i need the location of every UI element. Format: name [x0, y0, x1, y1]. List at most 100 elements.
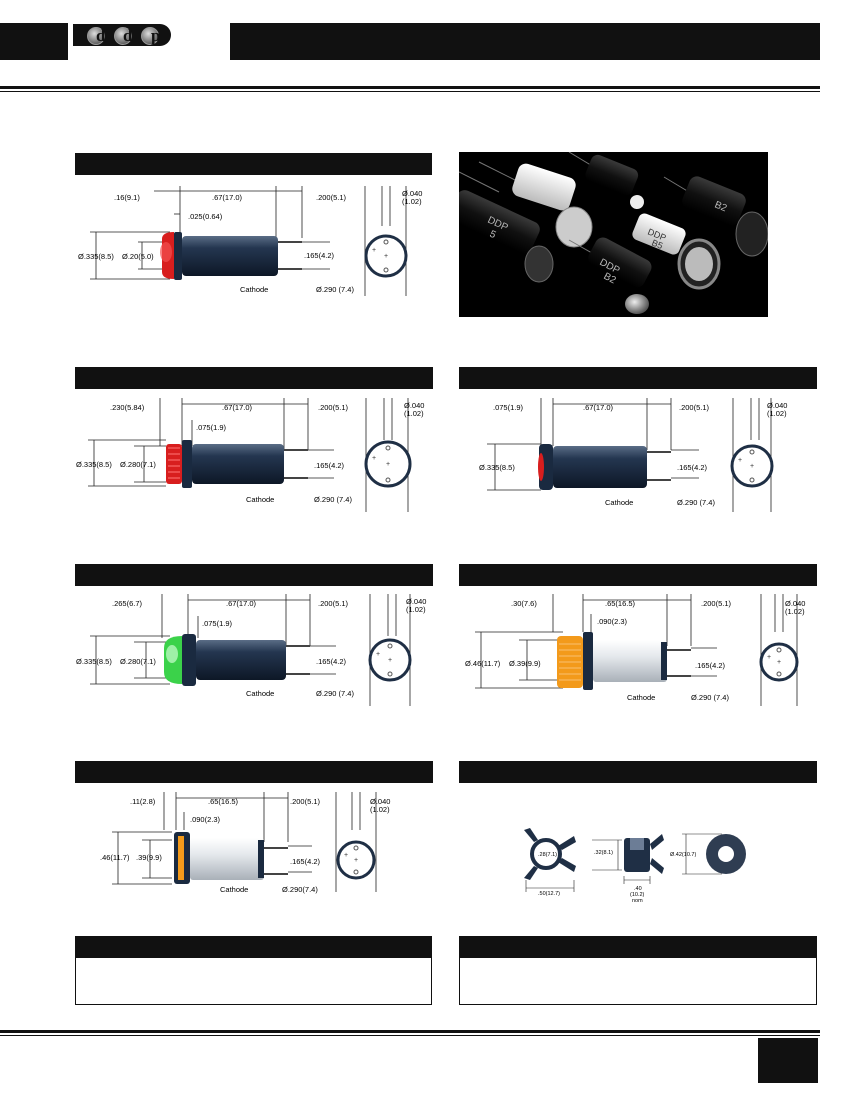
dim-text: Ø.290 (7.4) [316, 689, 354, 698]
lamp-b5: DDP B5 [632, 213, 721, 290]
notes-bar-right [459, 936, 817, 958]
dim-text: Ø.040 [406, 597, 426, 606]
dim-text: .075(1.9) [196, 423, 227, 432]
cathode-label: Cathode [627, 693, 655, 702]
cathode-label: Cathode [240, 285, 268, 294]
diagram-3: ++ .075(1.9) .67(17.0) .200(5.1) Ø.335(8… [479, 398, 787, 512]
dim-text: .075(1.9) [202, 619, 233, 628]
cathode-label: Cathode [246, 495, 274, 504]
header-tab-left [0, 23, 68, 60]
dim-text: .67(17.0) [583, 403, 614, 412]
dim-text: .075(1.9) [493, 403, 524, 412]
svg-text:+: + [777, 659, 781, 666]
dim-text: .090(2.3) [190, 815, 221, 824]
dim-text: Ø.290 (7.4) [691, 693, 729, 702]
dim-text: .30(7.6) [511, 599, 537, 608]
dim-text: .200(5.1) [318, 599, 349, 608]
section-bar-7 [459, 761, 817, 783]
dim-text: Ø.040 [370, 797, 390, 806]
section-bar-2 [75, 367, 433, 389]
header-title-bar [230, 23, 820, 60]
footer-rule-thin [0, 1035, 820, 1036]
section-bar-5 [459, 564, 817, 586]
dim-text: (1.02) [785, 607, 805, 616]
dim-text: .65(16.5) [208, 797, 239, 806]
svg-text:+: + [738, 457, 742, 464]
dim-text: Ø.290(7.4) [282, 885, 318, 894]
svg-text:+: + [372, 455, 376, 462]
logo-dot-icon [114, 27, 132, 45]
dim-text: .40 [634, 886, 642, 892]
diagram-1: + + .16(9.1) .67(17.0) .200(5.1) .025(0.6… [78, 186, 422, 296]
dim-text: .67(17.0) [222, 403, 253, 412]
svg-text:B5: B5 [650, 238, 664, 251]
dim-text: Ø.040 [785, 599, 805, 608]
dim-text: Ø.290 (7.4) [316, 285, 354, 294]
ddp-logo: d d p [73, 24, 171, 46]
dim-text: .32(8.1) [594, 850, 613, 856]
logo-letter: d [123, 26, 133, 45]
dim-text: (1.02) [402, 197, 422, 206]
notes-box-right [459, 958, 817, 1005]
dim-text: .200(5.1) [701, 599, 732, 608]
svg-text:+: + [372, 247, 376, 254]
dim-text: .39(9.9) [136, 853, 162, 862]
dim-text: .165(4.2) [314, 461, 345, 470]
washer-drawing: Ø.42(10.7) [670, 833, 746, 875]
dim-text: .46(11.7) [100, 853, 130, 862]
product-photo: DDP 5 DDP B2 DDP B5 [459, 152, 768, 317]
dim-text: .025(0.64) [188, 212, 223, 221]
dim-text: (1.02) [406, 605, 426, 614]
dim-text: (1.02) [404, 409, 424, 418]
dim-text: .165(4.2) [677, 463, 708, 472]
dim-text: Ø.040 [767, 401, 787, 410]
dim-text: Ø.280(7.1) [120, 460, 156, 469]
section-bar-1 [75, 153, 432, 175]
dim-text: .50(12.7) [538, 891, 560, 897]
notes-bar-left [75, 936, 432, 958]
svg-text:+: + [354, 857, 358, 864]
nut-drawing: .32(8.1) .40 (10.2) nom [592, 834, 664, 904]
dim-text: .165(4.2) [695, 661, 726, 670]
svg-text:+: + [386, 461, 390, 468]
svg-text:B2: B2 [713, 200, 729, 215]
dim-text: Ø.290 (7.4) [314, 495, 352, 504]
logo-dot-icon [141, 27, 159, 45]
diagram-2: ++ .230(5.84) .67(17.0) .200(5.1) .075(1… [76, 398, 424, 512]
dim-text: Ø.335(8.5) [479, 463, 515, 472]
dim-text: .200(5.1) [679, 403, 710, 412]
dim-text: Ø.040 [402, 189, 422, 198]
page-tab [758, 1038, 818, 1083]
dim-text: Ø.20(5.0) [122, 252, 154, 261]
dim-text: .200(5.1) [316, 193, 347, 202]
svg-text:5: 5 [488, 229, 498, 242]
dim-text: .230(5.84) [110, 403, 145, 412]
section-bar-3 [459, 367, 817, 389]
logo-letter: d [96, 26, 106, 45]
dim-text: .165(4.2) [316, 657, 347, 666]
svg-text:+: + [767, 654, 771, 661]
dim-text: Ø.040 [404, 401, 424, 410]
dim-text: .16(9.1) [114, 193, 140, 202]
dim-text: Ø.290 (7.4) [677, 498, 715, 507]
cathode-label: Cathode [246, 689, 274, 698]
svg-text:+: + [388, 657, 392, 664]
svg-text:+: + [376, 651, 380, 658]
dim-text: .67(17.0) [212, 193, 243, 202]
dim-text: nom [632, 898, 643, 904]
lamp-top [568, 152, 644, 209]
hardware-diagram: .28(7.1) .50(12.7) .32(8.1) .40 (10.2) n… [524, 828, 746, 904]
header-rule-thin [0, 91, 820, 92]
dim-text: .090(2.3) [597, 617, 628, 626]
lamp-b2-center: DDP B2 [568, 237, 652, 314]
dim-text: .165(4.2) [290, 857, 321, 866]
notes-box-left [75, 958, 432, 1005]
footer-rule [0, 1030, 820, 1033]
product-photo-art: DDP 5 DDP B2 DDP B5 [459, 152, 768, 314]
dim-text: (10.2) [630, 892, 645, 898]
lamp-white [478, 161, 593, 248]
dim-text: .28(7.1) [538, 852, 557, 858]
clip-drawing: .28(7.1) .50(12.7) [524, 828, 576, 897]
svg-text:+: + [384, 253, 388, 260]
dim-text: .65(16.5) [605, 599, 636, 608]
